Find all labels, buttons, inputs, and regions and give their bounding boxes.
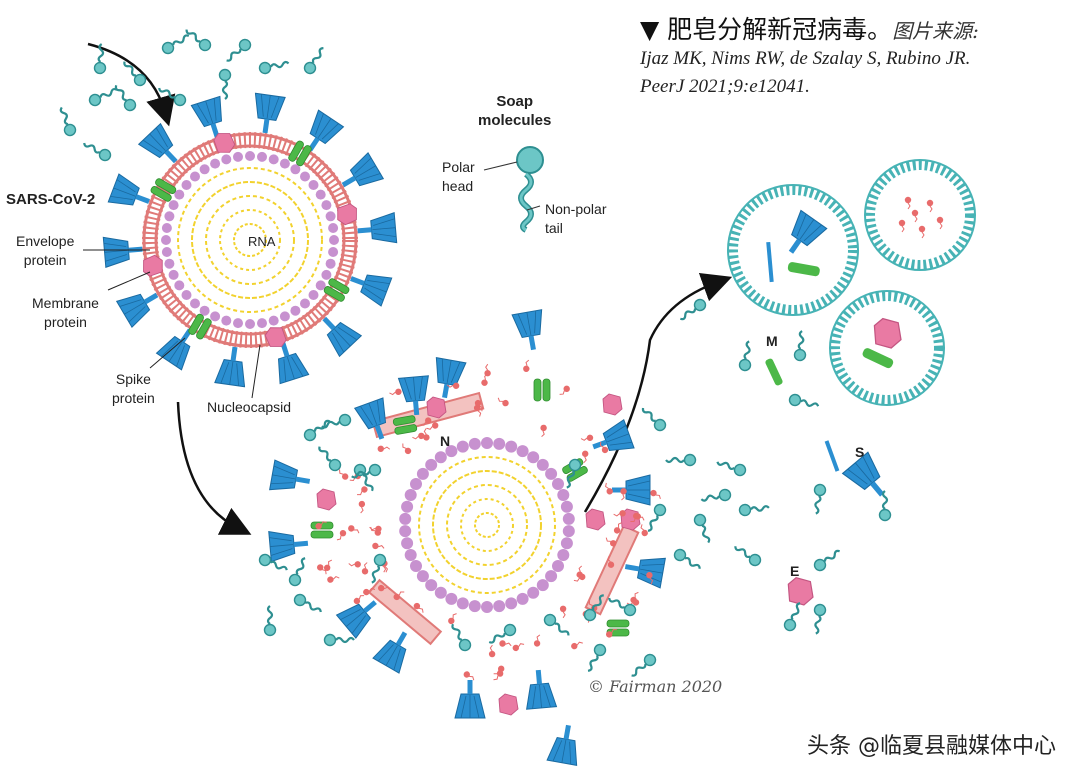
membrane-fragment bbox=[367, 578, 443, 646]
soap-molecule-icon bbox=[642, 501, 669, 535]
soap-molecule-icon bbox=[626, 651, 659, 681]
soap-molecule-icon bbox=[301, 415, 334, 444]
label-line: protein bbox=[112, 390, 155, 406]
nonpolar-tail-label: Non-polar tail bbox=[545, 200, 606, 238]
watermark: 头条 @临夏县融媒体中心 bbox=[807, 734, 1056, 759]
soap-molecule-icon bbox=[86, 83, 121, 109]
m-label: M bbox=[766, 333, 778, 349]
arrow-icon bbox=[176, 401, 252, 535]
soap-molecule-icon bbox=[691, 511, 715, 546]
soap-molecule-icon bbox=[809, 602, 828, 636]
micelle-icon bbox=[727, 184, 859, 316]
disrupted-virus bbox=[399, 437, 575, 613]
signature: © Fairman 2020 bbox=[588, 677, 722, 696]
soap-molecule-icon bbox=[447, 620, 474, 654]
soap-molecule-icon bbox=[737, 501, 771, 518]
label-line: Polar bbox=[442, 159, 475, 175]
soap-molecule-icon bbox=[809, 482, 828, 516]
spike-protein-icon bbox=[249, 92, 286, 136]
soap-molecule-icon bbox=[301, 43, 330, 77]
soap-molecule-icon bbox=[263, 604, 277, 637]
caption-source-label: 图片来源: bbox=[892, 19, 979, 43]
soap-molecules-label: Soap molecules bbox=[478, 92, 551, 130]
soap-molecule-icon bbox=[181, 24, 214, 54]
label-line: Spike bbox=[115, 371, 151, 387]
soap-molecule-icon bbox=[737, 339, 756, 373]
soap-molecule-icon bbox=[605, 592, 639, 619]
soap-legend-icon bbox=[516, 146, 544, 233]
spike-protein-icon bbox=[102, 233, 145, 268]
soap-molecule-icon bbox=[221, 36, 254, 66]
citation-line-1: Ijaz MK, Nims RW, de Szalay S, Rubino JR… bbox=[640, 48, 971, 69]
nucleocapsid-label: Nucleocapsid bbox=[207, 399, 292, 415]
spike-protein-label: Spike protein bbox=[112, 370, 155, 408]
micelle-icon bbox=[829, 290, 945, 406]
soap-molecule-icon bbox=[731, 540, 764, 569]
s-label: S bbox=[855, 444, 865, 460]
soap-molecule-icon bbox=[699, 487, 733, 506]
label-line: molecules bbox=[478, 112, 552, 129]
figure-caption: ▼ 肥皂分解新冠病毒。图片来源: bbox=[640, 10, 979, 46]
intact-virus bbox=[102, 92, 398, 388]
label-line: protein bbox=[23, 252, 67, 268]
soap-molecule-icon bbox=[638, 403, 669, 434]
n-label: N bbox=[440, 433, 451, 449]
soap-molecule-icon bbox=[314, 441, 344, 474]
label-line: head bbox=[442, 178, 474, 194]
e-label: E bbox=[790, 563, 800, 579]
spike-protein-icon bbox=[214, 344, 251, 388]
caption-title: ▼ 肥皂分解新冠病毒。 bbox=[640, 15, 893, 44]
citation-line-2: PeerJ 2021;9:e12041. bbox=[640, 76, 810, 97]
soap-molecule-icon bbox=[714, 455, 749, 479]
soap-molecule-icon bbox=[159, 30, 193, 57]
label-line: protein bbox=[44, 314, 87, 330]
arrow-icon bbox=[583, 272, 733, 513]
spike-protein-icon bbox=[355, 212, 398, 247]
soap-molecule-icon bbox=[291, 591, 325, 618]
soap-molecule-icon bbox=[781, 599, 807, 634]
label-line: Soap bbox=[496, 93, 534, 110]
soap-molecule-icon bbox=[787, 392, 821, 413]
rna-icon bbox=[177, 167, 323, 313]
soap-molecule-icon bbox=[541, 611, 574, 641]
soap-molecule-icon bbox=[582, 641, 609, 675]
rna-label: RNA bbox=[248, 234, 276, 249]
label-line: tail bbox=[545, 220, 563, 236]
label-line: Membrane bbox=[32, 295, 99, 311]
soap-molecule-icon bbox=[218, 68, 232, 101]
soap-molecule-icon bbox=[55, 104, 79, 139]
micelle-icon bbox=[864, 159, 976, 271]
label-line: Envelope bbox=[16, 233, 75, 249]
label-line: Non-polar bbox=[545, 201, 607, 217]
soap-molecule-icon bbox=[323, 633, 356, 647]
membrane-protein-label: Membrane protein bbox=[32, 294, 99, 332]
soap-molecule-icon bbox=[365, 551, 389, 586]
virus-name-label: SARS-CoV-2 bbox=[6, 191, 96, 208]
soap-molecule-icon bbox=[811, 545, 844, 574]
soap-molecule-icon bbox=[80, 137, 114, 164]
soap-molecule-icon bbox=[792, 329, 809, 363]
soap-molecule-icon bbox=[257, 56, 291, 76]
polar-head-label: Polar head bbox=[442, 158, 475, 196]
rna-icon bbox=[418, 456, 556, 594]
soap-molecule-icon bbox=[671, 546, 704, 575]
envelope-protein-label: Envelope protein bbox=[16, 232, 74, 270]
soap-molecule-icon bbox=[286, 554, 312, 589]
soap-molecule-icon bbox=[110, 81, 139, 114]
soap-molecule-icon bbox=[664, 453, 697, 467]
